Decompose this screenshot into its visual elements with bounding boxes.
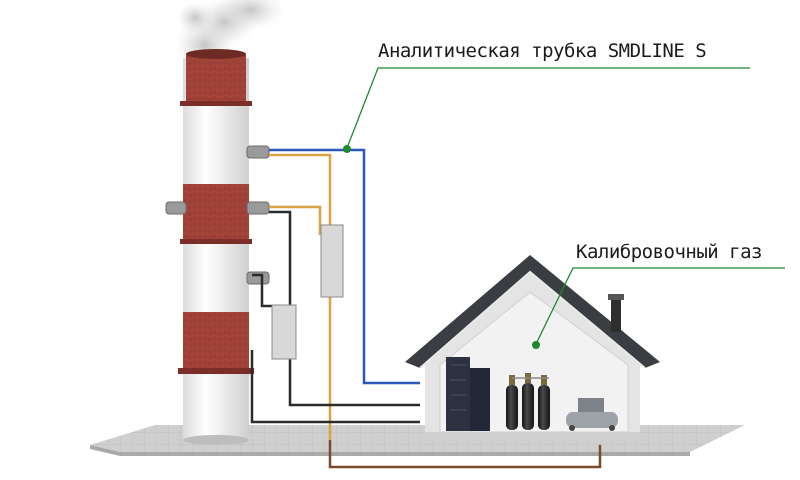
dark-line-left [269,210,292,305]
dark-line-box [288,358,420,407]
callout-calibration-gas: Калибровочный газ [532,241,785,349]
ground-edge [90,445,690,456]
roof [405,255,660,368]
dark-line-bottom [250,350,420,424]
analyzer-box-upper [320,224,344,298]
analyzer-cabinets [446,357,490,431]
blue-line [269,148,420,385]
callout-calibration-gas-label: Калибровочный газ [576,241,762,263]
gold-line-mid [269,205,322,235]
sampling-probes [165,145,270,285]
analyzer-boxes [271,224,344,360]
callout-analytic-tube-label: Аналитическая трубка SMDLINE S [378,40,706,62]
callout-analytic-tube: Аналитическая трубка SMDLINE S [343,40,750,153]
chimney [178,49,254,445]
gold-line-top [269,153,332,225]
callout-dot [343,145,351,153]
analytic-lines [250,148,602,469]
dark-line-low [252,273,272,308]
calibration-gas-cylinders [506,373,550,430]
air-compressor [566,398,618,431]
brown-line [328,440,602,469]
analyzer-box-lower [271,304,297,360]
callout-dot [532,341,540,349]
